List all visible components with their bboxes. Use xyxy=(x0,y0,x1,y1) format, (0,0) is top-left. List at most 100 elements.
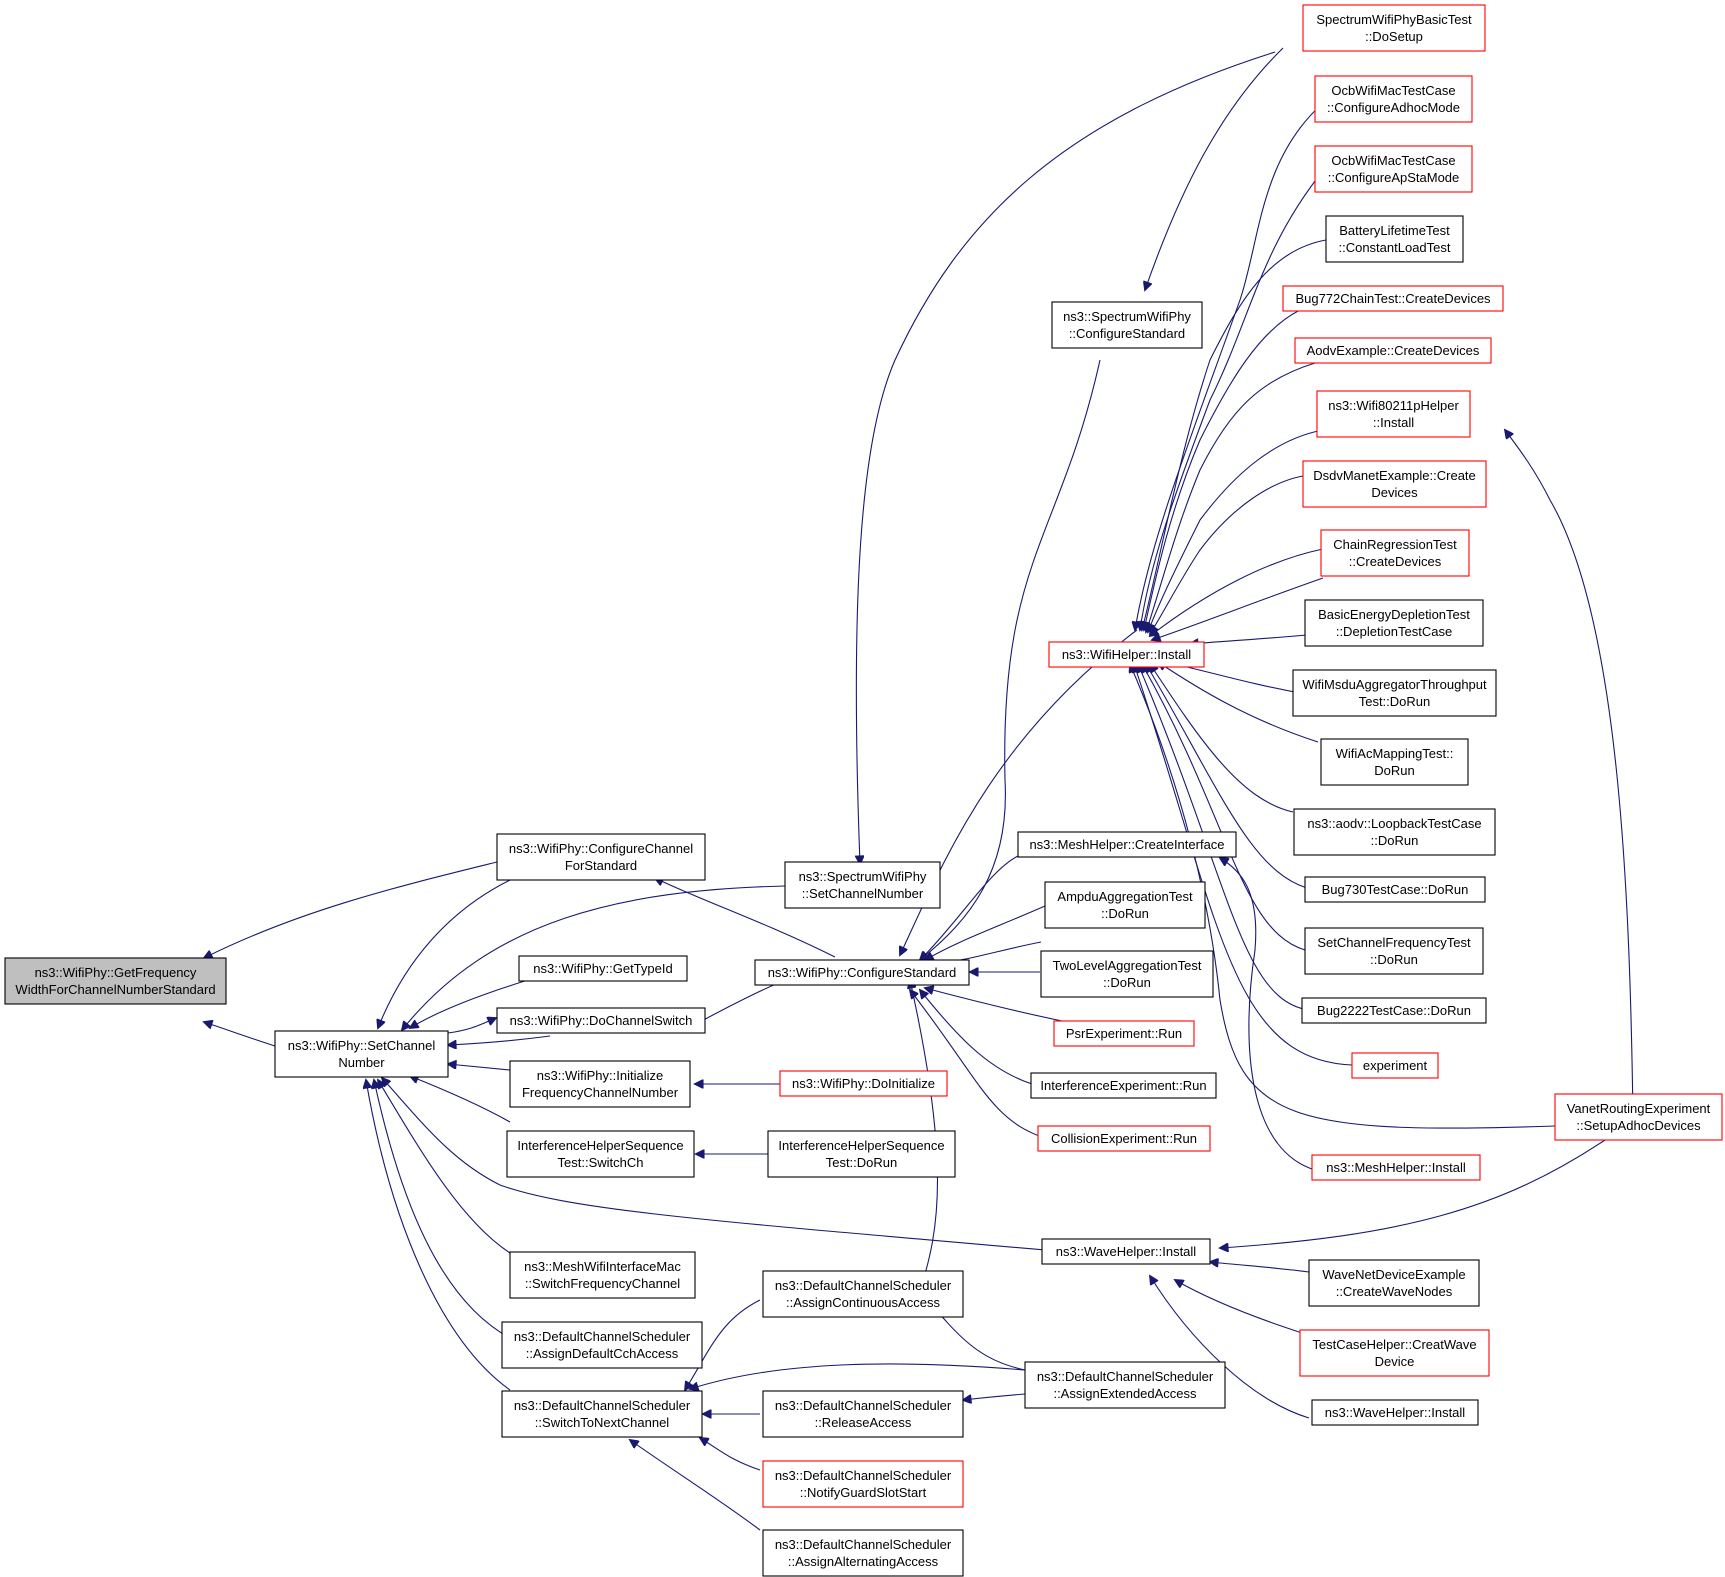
node-box xyxy=(1320,738,1469,786)
node-box xyxy=(1302,4,1486,52)
node-box xyxy=(1293,808,1496,856)
node-meshinstall[interactable]: ns3::MeshHelper::Install xyxy=(1311,1154,1481,1181)
node-setch[interactable]: ns3::WifiPhy::SetChannelNumber xyxy=(274,1030,449,1078)
node-label: ns3::WifiPhy::GetFrequency xyxy=(35,965,197,980)
node-label: ns3::DefaultChannelScheduler xyxy=(514,1329,691,1344)
node-specsetch[interactable]: ns3::SpectrumWifiPhy::SetChannelNumber xyxy=(784,861,941,909)
edge xyxy=(1175,1280,1319,1339)
node-release[interactable]: ns3::DefaultChannelScheduler::ReleaseAcc… xyxy=(762,1390,964,1438)
node-box xyxy=(1554,1093,1723,1141)
node-label: ns3::MeshWifiInterfaceMac xyxy=(524,1259,681,1274)
node-ocbadhoc[interactable]: OcbWifiMacTestCase::ConfigureAdhocMode xyxy=(1314,75,1473,123)
node-basicenergy[interactable]: BasicEnergyDepletionTest::DepletionTestC… xyxy=(1304,599,1484,647)
edge xyxy=(900,629,1138,955)
node-bug772[interactable]: Bug772ChainTest::CreateDevices xyxy=(1282,285,1504,312)
node-wavehelper2[interactable]: ns3::WaveHelper::Install xyxy=(1311,1399,1479,1426)
node-label: Bug730TestCase::DoRun xyxy=(1322,882,1469,897)
node-label: ns3::WifiPhy::DoChannelSwitch xyxy=(510,1013,693,1028)
node-label: ::AssignExtendedAccess xyxy=(1053,1386,1197,1401)
node-wavenet[interactable]: WaveNetDeviceExample::CreateWaveNodes xyxy=(1308,1259,1480,1307)
node-vanet[interactable]: VanetRoutingExperiment::SetupAdhocDevice… xyxy=(1554,1093,1723,1141)
node-experiment[interactable]: experiment xyxy=(1351,1052,1439,1079)
node-interfexp[interactable]: InterferenceExperiment::Run xyxy=(1030,1072,1217,1099)
edge xyxy=(1144,309,1301,630)
node-acmapping[interactable]: WifiAcMappingTest::DoRun xyxy=(1320,738,1469,786)
edge xyxy=(925,905,1046,960)
node-initfreq[interactable]: ns3::WifiPhy::InitializeFrequencyChannel… xyxy=(509,1060,691,1108)
node-ampdu[interactable]: AmpduAggregationTest::DoRun xyxy=(1044,881,1206,929)
node-battery[interactable]: BatteryLifetimeTest::ConstantLoadTest xyxy=(1325,215,1464,263)
node-box xyxy=(1351,1052,1439,1079)
node-box xyxy=(1311,1399,1479,1426)
node-label: ::DoSetup xyxy=(1365,29,1423,44)
edge xyxy=(447,1018,496,1034)
node-specbasic[interactable]: SpectrumWifiPhyBasicTest::DoSetup xyxy=(1302,4,1486,52)
node-ocbapsta[interactable]: OcbWifiMacTestCase::ConfigureApStaMode xyxy=(1314,145,1473,193)
node-label: CollisionExperiment::Run xyxy=(1051,1131,1197,1146)
node-box xyxy=(1301,997,1487,1024)
node-aodvloop[interactable]: ns3::aodv::LoopbackTestCase::DoRun xyxy=(1293,808,1496,856)
node-bug2222[interactable]: Bug2222TestCase::DoRun xyxy=(1301,997,1487,1024)
edge xyxy=(925,988,1063,1022)
node-cfgstd[interactable]: ns3::WifiPhy::ConfigureStandard xyxy=(754,959,970,986)
node-label: ns3::WifiPhy::Initialize xyxy=(537,1068,663,1083)
edge xyxy=(1140,171,1323,630)
node-dsdv[interactable]: DsdvManetExample::CreateDevices xyxy=(1302,460,1487,508)
node-label: ::SwitchFrequencyChannel xyxy=(525,1276,680,1291)
node-twolevel[interactable]: TwoLevelAggregationTest::DoRun xyxy=(1040,950,1214,998)
node-wifi80211p[interactable]: ns3::Wifi80211pHelper::Install xyxy=(1316,390,1471,438)
node-label: DoRun xyxy=(1374,763,1414,778)
node-wifihelper[interactable]: ns3::WifiHelper::Install xyxy=(1048,641,1205,668)
node-bug730[interactable]: Bug730TestCase::DoRun xyxy=(1304,876,1486,903)
node-box xyxy=(1292,669,1497,717)
node-label: OcbWifiMacTestCase xyxy=(1331,83,1455,98)
node-label: ::DoRun xyxy=(1101,906,1149,921)
node-label: ::DoRun xyxy=(1371,833,1419,848)
node-setchfreq[interactable]: SetChannelFrequencyTest::DoRun xyxy=(1304,927,1484,975)
node-label: AodvExample::CreateDevices xyxy=(1307,343,1480,358)
edge xyxy=(1220,1139,1606,1248)
node-switchnext[interactable]: ns3::DefaultChannelScheduler::SwitchToNe… xyxy=(501,1390,703,1438)
node-wavehelper[interactable]: ns3::WaveHelper::Install xyxy=(1041,1238,1211,1265)
edge xyxy=(1138,664,1310,1011)
edge xyxy=(1145,47,1284,290)
node-gettype[interactable]: ns3::WifiPhy::GetTypeId xyxy=(518,955,688,982)
node-collision[interactable]: CollisionExperiment::Run xyxy=(1037,1125,1211,1152)
node-meshcreate[interactable]: ns3::MeshHelper::CreateInterface xyxy=(1017,831,1237,858)
node-label: ns3::SpectrumWifiPhy xyxy=(1063,309,1191,324)
node-assigncont[interactable]: ns3::DefaultChannelScheduler::AssignCont… xyxy=(762,1270,964,1318)
node-label: ns3::WifiPhy::DoInitialize xyxy=(792,1076,935,1091)
node-chainreg[interactable]: ChainRegressionTest::CreateDevices xyxy=(1320,529,1470,577)
node-box xyxy=(496,833,706,881)
node-assigndef[interactable]: ns3::DefaultChannelScheduler::AssignDefa… xyxy=(501,1321,703,1369)
edge xyxy=(1150,474,1310,634)
node-doinit[interactable]: ns3::WifiPhy::DoInitialize xyxy=(779,1070,948,1097)
nodes: ns3::WifiPhy::GetFrequencyWidthForChanne… xyxy=(4,4,1723,1577)
node-label: Test::DoRun xyxy=(826,1155,898,1170)
node-psr[interactable]: PsrExperiment::Run xyxy=(1053,1020,1195,1047)
node-box xyxy=(4,957,227,1005)
node-box xyxy=(767,1130,956,1178)
node-meshswitch[interactable]: ns3::MeshWifiInterfaceMac::SwitchFrequen… xyxy=(509,1251,696,1299)
node-cfgchstd[interactable]: ns3::WifiPhy::ConfigureChannelForStandar… xyxy=(496,833,706,881)
edge xyxy=(910,980,1026,1371)
node-label: ns3::aodv::LoopbackTestCase xyxy=(1307,816,1481,831)
node-speccfg[interactable]: ns3::SpectrumWifiPhy::ConfigureStandard xyxy=(1051,301,1203,349)
node-label: OcbWifiMacTestCase xyxy=(1331,153,1455,168)
edge xyxy=(402,885,786,1030)
node-box xyxy=(1053,1020,1195,1047)
node-root[interactable]: ns3::WifiPhy::GetFrequencyWidthForChanne… xyxy=(4,957,227,1005)
edge xyxy=(910,990,1046,1139)
edge xyxy=(1210,1262,1310,1273)
edge xyxy=(1130,664,1556,1129)
edge xyxy=(1135,103,1323,630)
node-assignext[interactable]: ns3::DefaultChannelScheduler::AssignExte… xyxy=(1024,1361,1226,1409)
node-assignalt[interactable]: ns3::DefaultChannelScheduler::AssignAlte… xyxy=(762,1529,964,1577)
node-dochsw[interactable]: ns3::WifiPhy::DoChannelSwitch xyxy=(496,1007,706,1034)
node-aodvex[interactable]: AodvExample::CreateDevices xyxy=(1294,337,1492,364)
node-notifyguard[interactable]: ns3::DefaultChannelScheduler::NotifyGuar… xyxy=(762,1460,964,1508)
